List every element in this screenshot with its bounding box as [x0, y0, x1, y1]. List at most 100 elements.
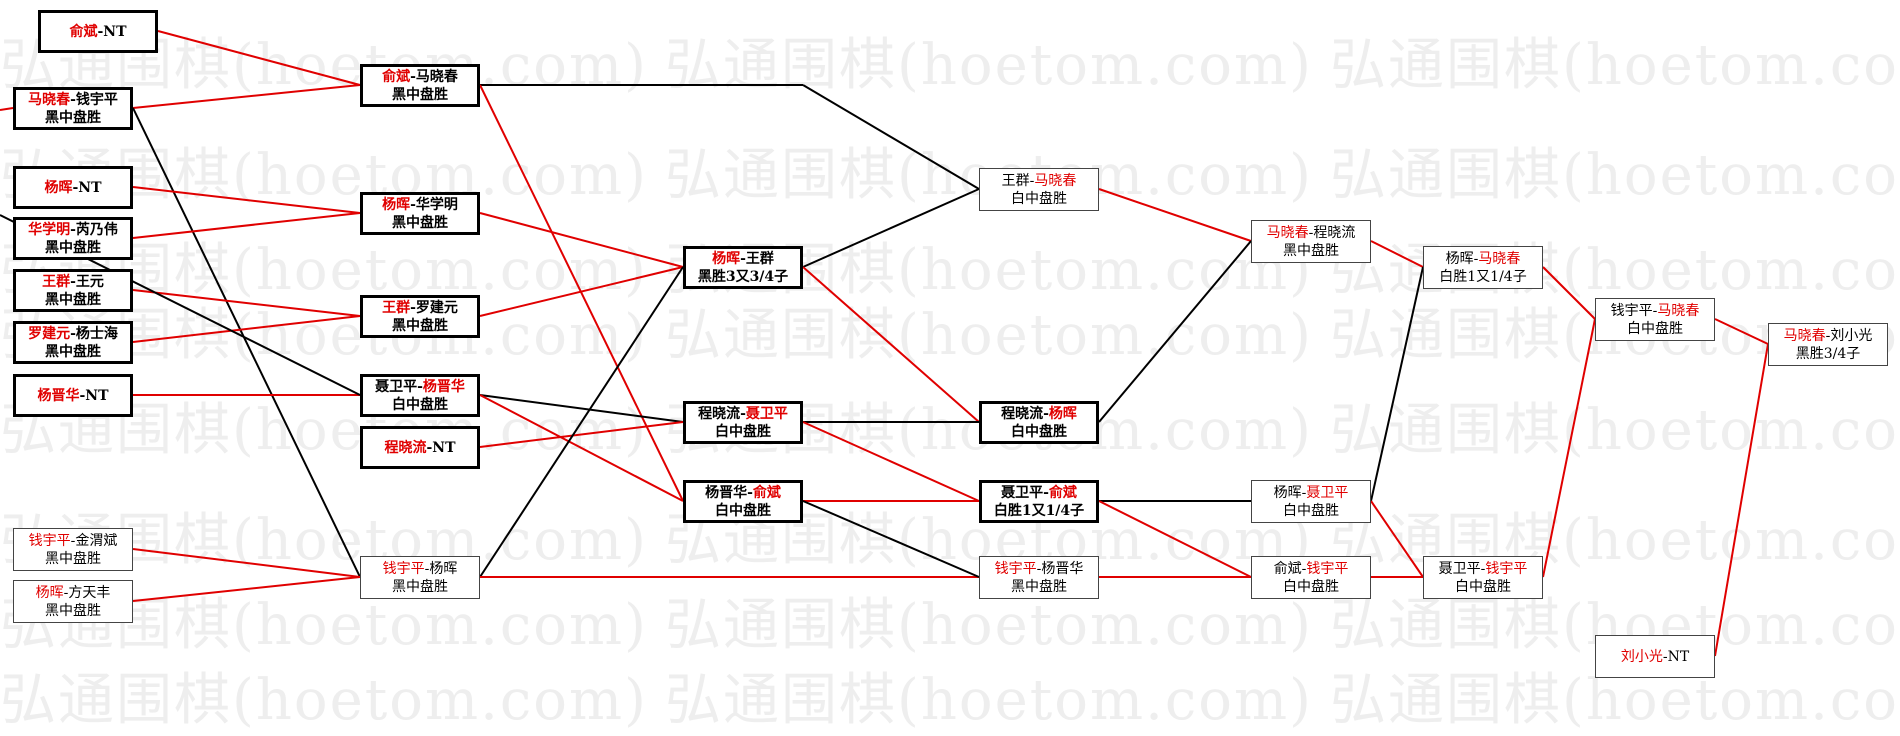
match-r1-8: 钱宇平-金渭斌黑中盘胜	[13, 528, 133, 571]
match-players: 钱宇平-杨晖	[383, 560, 458, 578]
player-a: 马晓春	[28, 91, 71, 108]
match-result: 白胜1又1/4子	[993, 502, 1085, 519]
match-result: 黑胜3/4子	[1795, 345, 1861, 362]
match-r3-3: 杨晋华-俞斌白中盘胜	[683, 480, 803, 523]
player-separator: -	[97, 23, 104, 40]
bracket-connector	[1714, 343, 1769, 657]
match-result: 黑中盘胜	[392, 214, 448, 231]
match-r2-4: 聂卫平-杨晋华白中盘胜	[360, 374, 480, 417]
match-result: 白中盘胜	[392, 396, 448, 413]
match-r7-1: 钱宇平-马晓春白中盘胜	[1595, 298, 1715, 341]
player-a: 杨晋华	[705, 484, 748, 501]
player-b: 王群	[745, 250, 774, 267]
match-result: 白中盘胜	[1283, 502, 1339, 519]
match-result: 黑中盘胜	[1283, 242, 1339, 259]
player-b: 马晓春	[415, 68, 458, 85]
player-a: 王群	[42, 273, 71, 290]
match-players: 程晓流-杨晖	[1001, 405, 1077, 423]
match-result: 黑胜3又3/4子	[697, 268, 789, 285]
player-separator: -	[70, 273, 76, 290]
player-a: 杨晖	[382, 196, 411, 213]
player-separator: -	[1043, 405, 1049, 422]
player-a: 俞斌	[1273, 560, 1302, 577]
player-a: 杨晖	[1273, 484, 1302, 501]
match-players: 华学明-芮乃伟	[28, 221, 118, 239]
bracket-connector	[1542, 266, 1596, 320]
bracket-connector	[479, 266, 684, 317]
match-players: 杨晖-华学明	[382, 196, 458, 214]
player-separator: -	[1652, 302, 1658, 319]
player-a: 罗建元	[28, 325, 71, 342]
match-players: 马晓春-程晓流	[1267, 224, 1356, 242]
player-a: 钱宇平	[28, 532, 71, 549]
player-separator: -	[740, 250, 746, 267]
match-players: 聂卫平-俞斌	[1001, 484, 1077, 502]
match-players: 程晓流-聂卫平	[698, 405, 788, 423]
player-separator: -	[1301, 560, 1307, 577]
bracket-connector	[1370, 500, 1424, 578]
match-result: 白中盘胜	[1627, 320, 1683, 337]
bracket-connector	[479, 266, 684, 578]
match-players: 王群-马晓春	[1002, 172, 1077, 190]
bracket-connector	[132, 315, 361, 343]
player-a: 马晓春	[1783, 327, 1826, 344]
player-a: 钱宇平	[994, 560, 1037, 577]
player-b: 马晓春	[1478, 250, 1521, 267]
match-r1-4: 华学明-芮乃伟黑中盘胜	[13, 217, 133, 260]
match-players: 钱宇平-杨晋华	[995, 560, 1084, 578]
match-result: 黑中盘胜	[392, 86, 448, 103]
player-separator: -	[72, 179, 79, 196]
match-result: 白中盘胜	[715, 423, 771, 440]
player-separator: -	[1036, 560, 1042, 577]
match-result: 黑中盘胜	[45, 239, 101, 256]
player-a: 杨晖	[1445, 250, 1474, 267]
player-a: 杨晋华	[37, 387, 80, 404]
player-a: 刘小光	[1620, 648, 1663, 665]
match-result: 黑中盘胜	[45, 343, 101, 360]
player-b: 马晓春	[1657, 302, 1700, 319]
player-separator: -	[79, 387, 86, 404]
player-a: 程晓流	[384, 439, 427, 456]
match-players: 聂卫平-杨晋华	[375, 378, 465, 396]
match-players: 杨晖-王群	[712, 250, 774, 268]
player-separator: -	[1473, 250, 1479, 267]
bracket-connector	[479, 394, 684, 502]
bracket-connector	[1098, 188, 1252, 242]
player-separator: -	[70, 91, 76, 108]
player-b: 马晓春	[1034, 172, 1077, 189]
match-r2-1: 俞斌-马晓春黑中盘胜	[360, 64, 480, 107]
bracket-connector	[1542, 318, 1596, 578]
player-a: 聂卫平	[1001, 484, 1044, 501]
bracket-connector	[132, 548, 361, 578]
player-separator: -	[1308, 224, 1314, 241]
match-r5-3: 俞斌-钱宇平白中盘胜	[1251, 556, 1371, 599]
bracket-connector	[1098, 500, 1252, 578]
player-separator: -	[1043, 484, 1049, 501]
match-result: 黑中盘胜	[45, 550, 101, 567]
bracket-connector	[479, 84, 684, 502]
bracket-connector	[479, 421, 684, 448]
player-b: 刘小光	[1830, 327, 1873, 344]
bracket-connector	[802, 500, 980, 578]
match-r8-1: 马晓春-刘小光黑胜3/4子	[1768, 323, 1888, 366]
match-players: 马晓春-钱宇平	[28, 91, 118, 109]
player-b: 芮乃伟	[75, 221, 118, 238]
player-a: 杨晖	[35, 584, 64, 601]
bracket-connector	[1098, 240, 1252, 423]
match-players: 王群-王元	[42, 273, 104, 291]
match-result: 白中盘胜	[1011, 423, 1067, 440]
match-result: 黑中盘胜	[392, 317, 448, 334]
match-r1-5: 王群-王元黑中盘胜	[13, 269, 133, 312]
match-r1-1: 俞斌-NT	[38, 10, 158, 53]
player-a: 钱宇平	[1610, 302, 1653, 319]
match-players: 俞斌-钱宇平	[1274, 560, 1349, 578]
player-b: 方天丰	[68, 584, 111, 601]
player-separator: -	[747, 484, 753, 501]
match-r4-1: 王群-马晓春白中盘胜	[979, 168, 1099, 211]
player-a: 聂卫平	[1438, 560, 1481, 577]
match-players: 杨晖-NT	[44, 179, 101, 197]
match-players: 罗建元-杨士海	[28, 325, 118, 343]
match-players: 俞斌-马晓春	[382, 68, 458, 86]
player-separator: -	[410, 68, 416, 85]
player-b: 杨晖	[429, 560, 458, 577]
